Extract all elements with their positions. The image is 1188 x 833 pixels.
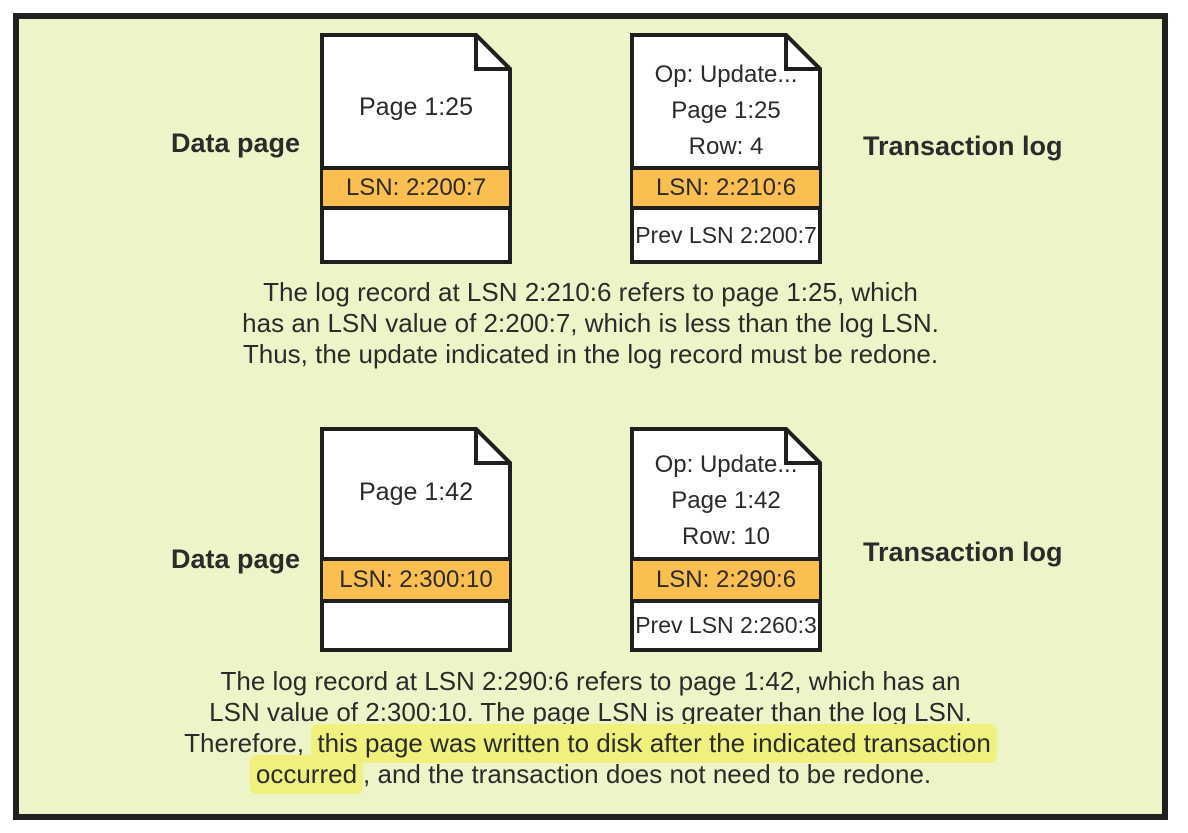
caption-line: Therefore, this page was written to disk… <box>19 724 1162 763</box>
page-id-text: Page 1:42 <box>359 478 473 506</box>
prev-lsn-row: Prev LSN 2:200:7 <box>635 221 817 248</box>
lsn-band: LSN: 2:210:6 <box>633 166 819 210</box>
caption-segment: The log record at LSN 2:290:6 refers to … <box>220 666 961 696</box>
caption-segment: has an LSN value of 2:200:7, which is le… <box>242 308 939 338</box>
caption-line: LSN value of 2:300:10. The page LSN is g… <box>19 697 1162 728</box>
document-page-shape <box>320 33 512 264</box>
highlighted-text: this page was written to disk after the … <box>311 724 997 763</box>
label-transaction-log-top: Transaction log <box>863 131 1063 161</box>
folded-corner-icon <box>474 33 512 71</box>
label-transaction-log-bottom: Transaction log <box>863 537 1063 567</box>
caption-segment: , and the transaction does not need to b… <box>363 759 932 789</box>
lsn-band: LSN: 2:200:7 <box>323 166 509 210</box>
row-field: Row: 10 <box>681 523 771 550</box>
log-record-fields: Op: Update... Page 1:25 Row: 4 <box>634 57 818 165</box>
data-page-document-bottom: Page 1:42 LSN: 2:300:10 <box>320 427 512 652</box>
caption-segment: LSN value of 2:300:10. The page LSN is g… <box>209 697 972 727</box>
log-record-fields: Op: Update... Page 1:42 Row: 10 <box>634 447 818 555</box>
data-page-document-top: Page 1:25 LSN: 2:200:7 <box>320 33 512 264</box>
page-id-text: Page 1:25 <box>359 93 473 121</box>
caption-bottom: The log record at LSN 2:290:6 refers to … <box>19 666 1162 794</box>
prev-lsn-row: Prev LSN 2:260:3 <box>635 612 817 638</box>
caption-line: Thus, the update indicated in the log re… <box>19 339 1162 370</box>
label-data-page-top: Data page <box>170 128 300 158</box>
folded-corner-icon <box>784 427 822 465</box>
lsn-band: LSN: 2:290:6 <box>633 557 819 603</box>
log-record-document-bottom: Op: Update... Page 1:42 Row: 10 LSN: 2:2… <box>630 427 822 652</box>
row-field: Row: 4 <box>688 133 764 160</box>
page-field: Page 1:25 <box>671 97 781 124</box>
label-data-page-bottom: Data page <box>170 544 300 574</box>
lsn-band: LSN: 2:300:10 <box>323 557 509 603</box>
caption-line: has an LSN value of 2:200:7, which is le… <box>19 308 1162 339</box>
log-record-document-top: Op: Update... Page 1:25 Row: 4 LSN: 2:21… <box>630 33 822 264</box>
caption-segment: Therefore, <box>184 728 312 758</box>
op-field: Op: Update... <box>654 61 798 88</box>
document-page-shape <box>320 427 512 652</box>
op-field: Op: Update... <box>654 451 798 478</box>
caption-segment: Thus, the update indicated in the log re… <box>242 339 939 369</box>
caption-line: occurred, and the transaction does not n… <box>19 755 1162 794</box>
caption-line: The log record at LSN 2:290:6 refers to … <box>19 666 1162 697</box>
folded-corner-icon <box>784 33 822 71</box>
caption-top: The log record at LSN 2:210:6 refers to … <box>19 277 1162 370</box>
caption-line: The log record at LSN 2:210:6 refers to … <box>19 277 1162 308</box>
highlighted-text: occurred <box>249 755 364 794</box>
caption-segment: The log record at LSN 2:210:6 refers to … <box>263 277 918 307</box>
page-field: Page 1:42 <box>671 487 781 514</box>
diagram-panel <box>13 13 1168 820</box>
folded-corner-icon <box>474 427 512 465</box>
